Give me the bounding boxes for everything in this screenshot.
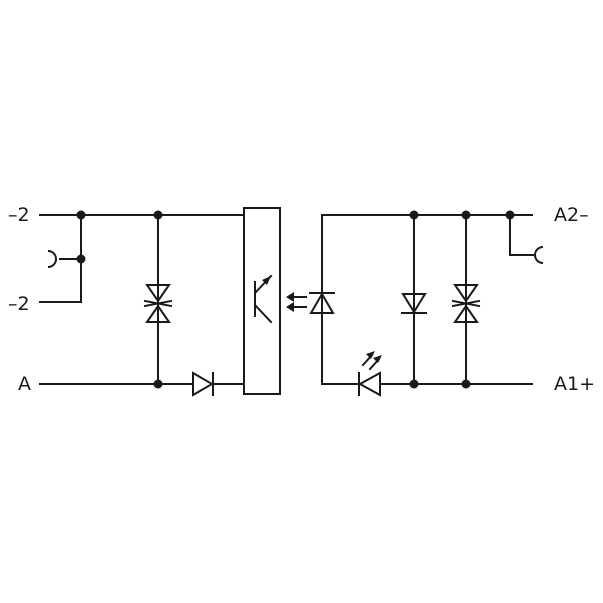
junction-dot: [409, 210, 419, 220]
junction-dot: [153, 210, 163, 220]
right-wiring: [321, 214, 534, 385]
left-wiring: [39, 214, 245, 385]
junction-dot: [409, 379, 419, 389]
junction-dot: [461, 379, 471, 389]
label-terminal-bottom-right: A1+: [554, 373, 595, 395]
junction-dot: [76, 210, 86, 220]
junction-dots: [76, 210, 515, 389]
phototransistor-icon: [253, 274, 273, 324]
optocoupler-box: [243, 207, 281, 395]
bridge-connector-right-icon: [534, 246, 544, 264]
junction-dot: [76, 254, 86, 264]
label-terminal-mid-left: –2: [8, 293, 30, 315]
junction-dot: [505, 210, 515, 220]
diode-left-icon: [192, 371, 214, 397]
label-terminal-bottom-left: A: [18, 373, 31, 395]
tvs-diode-right-icon: [451, 284, 481, 323]
bridge-connector-icon: [47, 250, 57, 268]
tvs-diode-left-icon: [143, 284, 173, 323]
junction-dot: [153, 379, 163, 389]
diode-right-icon: [401, 293, 427, 314]
optocoupler-led-icon: [309, 292, 335, 314]
label-terminal-top-left: –2: [8, 204, 30, 226]
light-emission-arrows-icon: [286, 292, 307, 312]
label-terminal-top-right: A2–: [554, 204, 589, 226]
status-led-icon: [357, 351, 382, 397]
junction-dot: [461, 210, 471, 220]
